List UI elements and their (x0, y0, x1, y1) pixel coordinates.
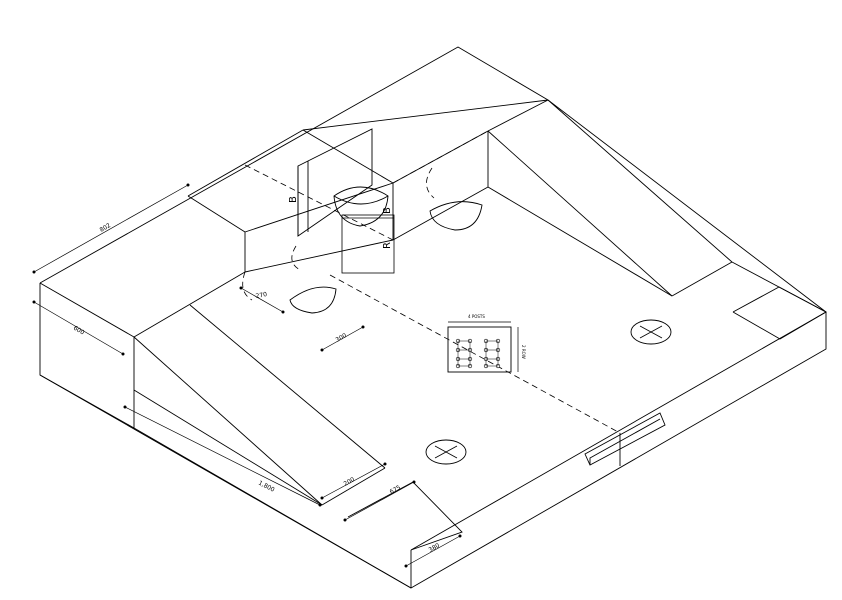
dim-hollow-width: 270 (255, 291, 268, 300)
centre-lines (244, 130, 621, 434)
right-ramp (487, 99, 827, 340)
dimension-lines (32, 183, 462, 568)
board-box-label: R (382, 242, 393, 249)
left-ramp (133, 304, 463, 551)
dim-ramp-end: 200 (343, 476, 357, 488)
platform-outline (39, 46, 827, 589)
grid-width-label: 4 POSTS (468, 314, 485, 319)
circle-drains (425, 319, 672, 465)
dim-ramp-gap: 675 (389, 484, 403, 496)
dim-corner-step: 380 (428, 542, 442, 554)
vertical-board (297, 128, 395, 274)
board-right-label: B (382, 207, 393, 214)
grid-height-label: 2 ROW (521, 345, 526, 359)
dim-top-left-width: 802 (99, 222, 113, 234)
bowls (242, 167, 483, 314)
grind-rail (584, 412, 666, 466)
dim-left-depth: 600 (72, 325, 86, 337)
dim-hollow-depth: 300 (335, 332, 349, 344)
post-grid (447, 321, 519, 373)
upper-deck (133, 99, 549, 338)
board-left-label: B (288, 196, 299, 203)
